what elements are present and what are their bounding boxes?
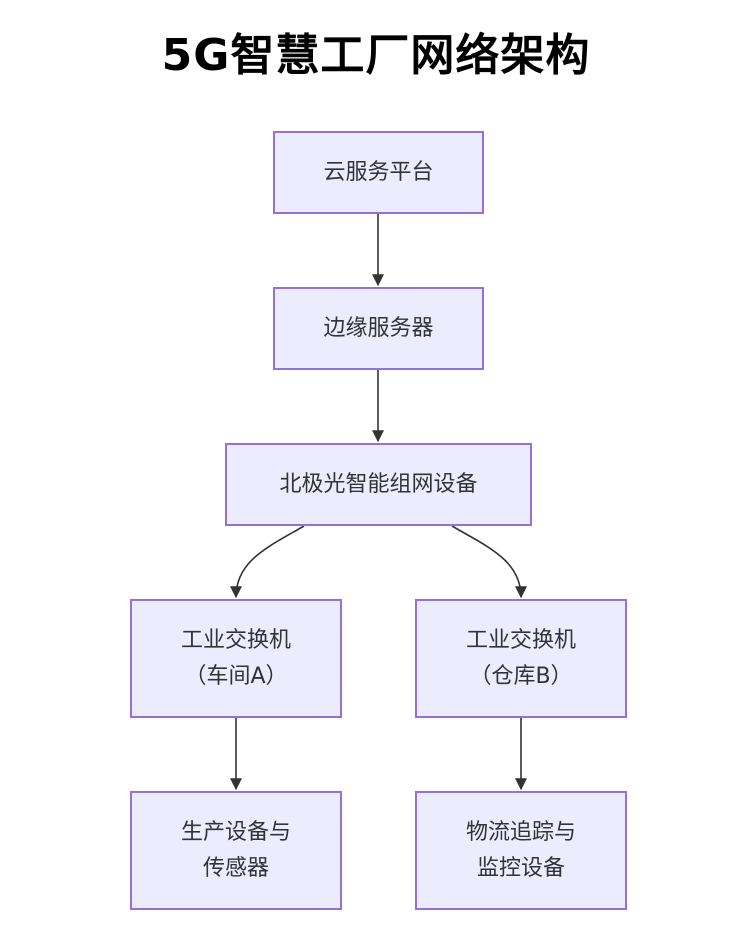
node-cloud-platform: 云服务平台 — [273, 131, 484, 214]
node-label-line: 云服务平台 — [323, 159, 434, 185]
node-label-line: 北极光智能组网设备 — [279, 471, 478, 497]
diagram-title: 5G智慧工厂网络架构 — [161, 30, 591, 81]
node-aurora-networking-device: 北极光智能组网设备 — [225, 443, 532, 526]
edge-aurora-to-switch-a — [230, 525, 305, 599]
node-logistics-monitoring-devices: 物流追踪与 监控设备 — [415, 791, 627, 910]
node-industrial-switch-workshop-a: 工业交换机 （车间A） — [130, 599, 342, 718]
node-edge-server: 边缘服务器 — [273, 287, 484, 370]
node-label-line: 边缘服务器 — [323, 315, 434, 341]
node-label-line: 工业交换机 — [180, 627, 291, 653]
node-label-line: 工业交换机 — [465, 627, 576, 653]
node-label-line: 生产设备与 — [180, 819, 291, 845]
node-label-line: 监控设备 — [476, 855, 565, 881]
node-industrial-switch-warehouse-b: 工业交换机 （仓库B） — [415, 599, 627, 718]
node-label-line: 物流追踪与 — [465, 819, 576, 845]
edge-aurora-to-switch-b — [451, 525, 527, 599]
node-production-equipment-sensors: 生产设备与 传感器 — [130, 791, 342, 910]
node-label-line: 传感器 — [202, 855, 269, 881]
node-label-line: （仓库B） — [469, 663, 573, 689]
node-label-line: （车间A） — [184, 663, 288, 689]
